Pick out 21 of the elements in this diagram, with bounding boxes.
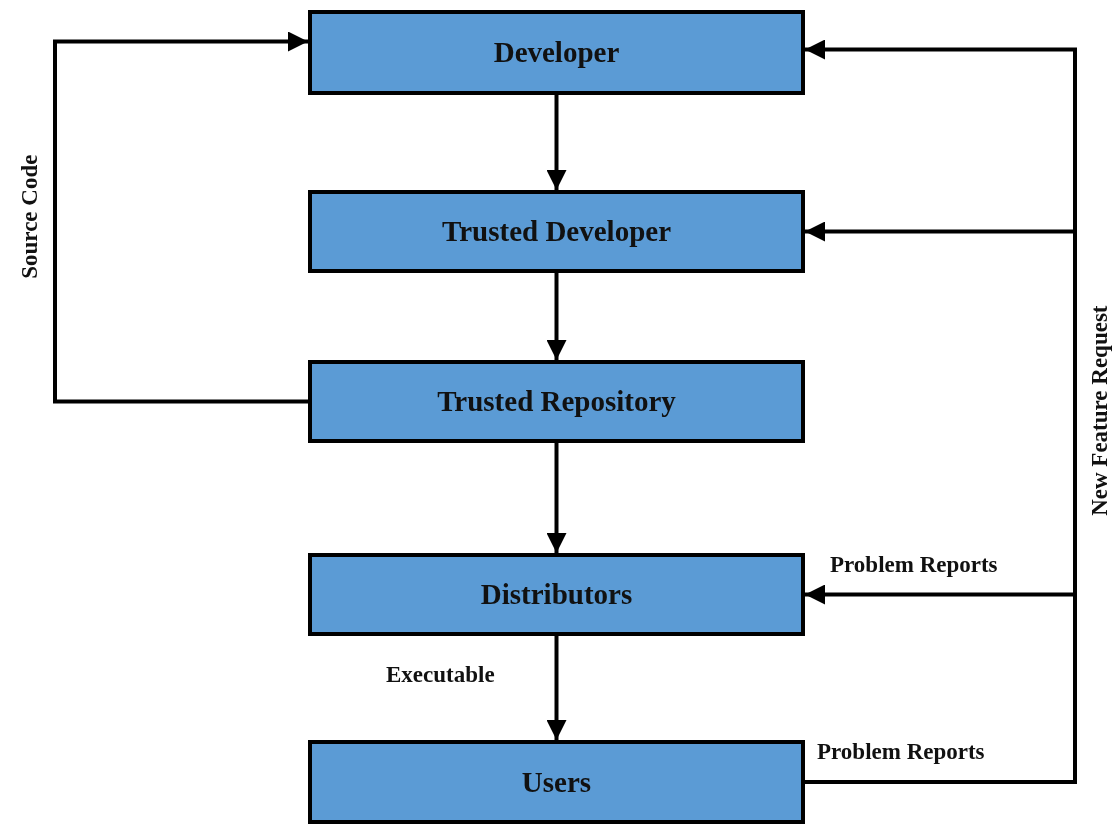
process-box (308, 10, 805, 95)
edge-label: Source Code (17, 153, 43, 281)
box-label: Trusted Repository (437, 385, 676, 418)
arrow (805, 39, 1077, 784)
edge-label: Problem Reports (830, 552, 998, 578)
arrow (546, 273, 567, 360)
arrow (546, 95, 567, 190)
edge-label: Executable (386, 662, 495, 688)
arrow (546, 636, 567, 740)
process-box (308, 360, 805, 443)
box-label: Trusted Developer (442, 215, 671, 248)
box-label: Users (521, 765, 592, 799)
annotation-label: Problem Reports (817, 739, 985, 765)
process-box (308, 553, 805, 636)
box-label: Developer (493, 36, 620, 69)
arrow (53, 31, 308, 404)
process-box (308, 740, 805, 824)
arrow (546, 443, 567, 553)
process-box (308, 190, 805, 273)
box-label: Distributors (480, 578, 633, 611)
edge-label: New Feature Request (1087, 304, 1113, 518)
